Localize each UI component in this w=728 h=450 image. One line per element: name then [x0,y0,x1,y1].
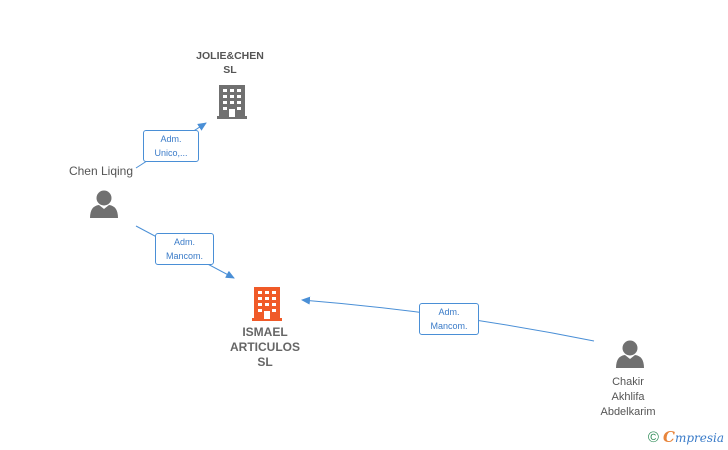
node-label-line: ISMAEL [242,325,288,339]
edge-label-line: Mancom. [430,321,468,331]
node-label-line: ARTICULOS [230,340,300,354]
node-label-line: Chen Liqing [68,164,134,178]
node-label-line: Chakir [612,376,644,388]
node-label-line: Akhlifa [611,391,645,403]
person-icon[interactable] [616,340,644,369]
edge-label-chakir-ismael[interactable]: Adm. Mancom. [419,303,479,335]
edge-label-line: Mancom. [165,251,203,261]
edge-label-chen-ismael[interactable]: Adm. Mancom. [155,233,214,265]
person-icon[interactable] [90,190,118,219]
node-label-chen[interactable]: Chen Liqing [51,164,151,179]
edge-label-line: Adm. [173,237,195,247]
node-label-chakir[interactable]: Chakir Akhlifa Abdelkarim [578,375,678,420]
node-label-jolie[interactable]: JOLIE&CHEN SL [180,49,280,77]
building-icon[interactable] [217,85,247,119]
node-label-ismael[interactable]: ISMAEL ARTICULOS SL [215,325,315,370]
edge-label-line: Adm. [438,307,460,317]
brand-name: Cmpresia [663,428,724,446]
node-label-line: JOLIE&CHEN [196,50,264,62]
edge-label-chen-jolie[interactable]: Adm. Unico,... [143,130,199,162]
building-icon[interactable] [252,287,282,321]
edge-label-line: Adm. [160,134,182,144]
node-label-line: Abdelkarim [600,406,656,418]
node-label-line: SL [257,355,273,369]
brand-logo: © Cmpresia [648,428,724,446]
edge-label-line: Unico,... [154,148,188,158]
brand-initial: C [662,428,675,446]
copyright-symbol: © [647,428,659,446]
node-label-line: SL [223,64,237,76]
brand-rest: mpresia [674,431,724,445]
